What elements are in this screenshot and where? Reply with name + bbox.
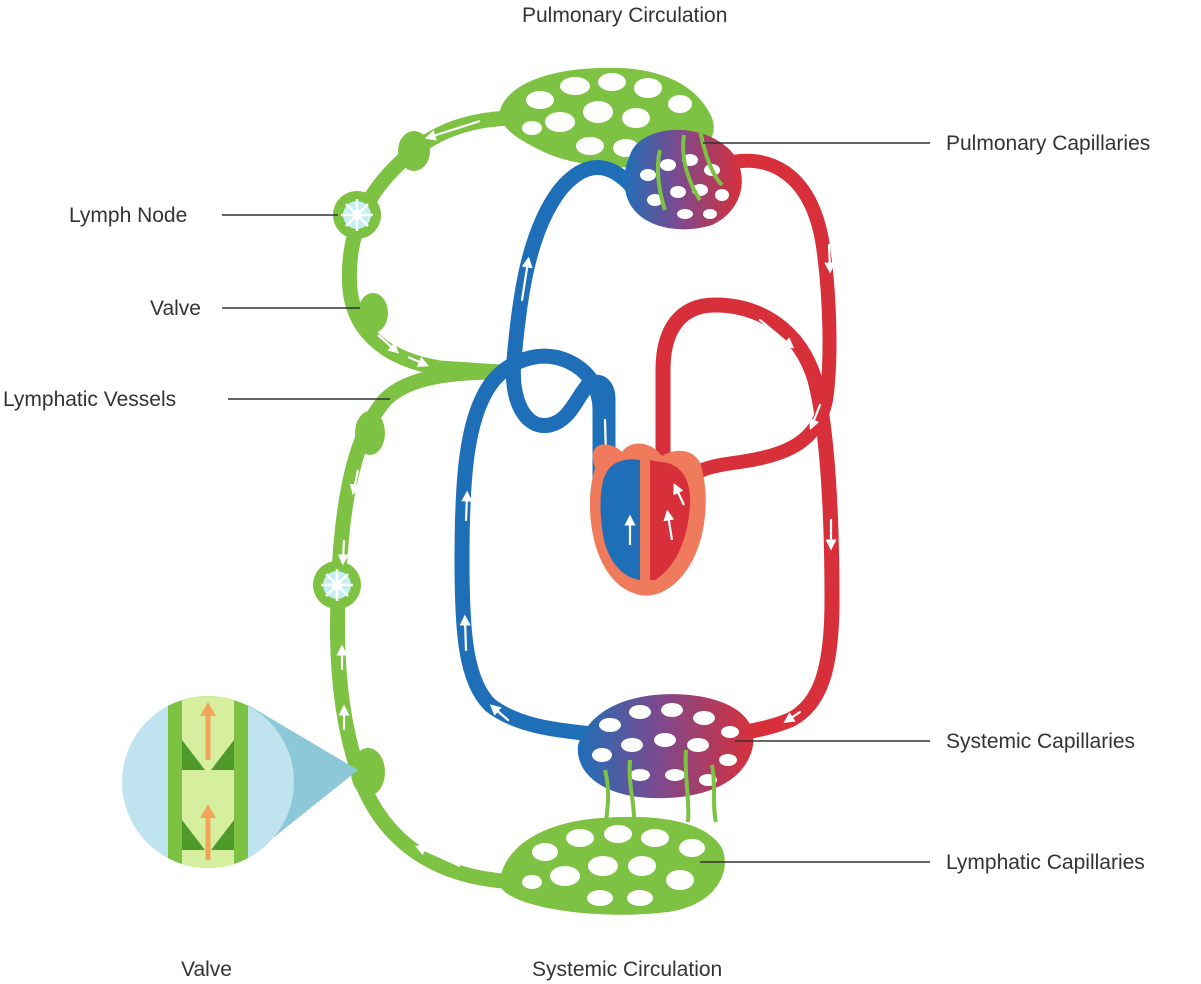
lymph-valve-bulge bbox=[398, 131, 430, 171]
pulmonary-capillaries-label: Pulmonary Capillaries bbox=[946, 132, 1151, 155]
valve-inset bbox=[122, 696, 358, 868]
valve-label: Valve bbox=[150, 297, 201, 320]
lymphatic-capillaries-label: Lymphatic Capillaries bbox=[946, 851, 1145, 874]
lymph-node-label: Lymph Node bbox=[69, 204, 188, 227]
lymph-valve-bulge bbox=[351, 748, 385, 796]
pulmonary-circulation-title: Pulmonary Circulation bbox=[522, 4, 728, 27]
lymph-node bbox=[333, 191, 381, 239]
systemic-capillary-bed bbox=[577, 694, 754, 823]
pulmonary-capillary-bed bbox=[624, 129, 742, 230]
systemic-capillaries-label: Systemic Capillaries bbox=[946, 730, 1136, 753]
leader-lines bbox=[222, 142, 930, 863]
valve-inset-label: Valve bbox=[181, 958, 232, 981]
lymphatic-vessels-label: Lymphatic Vessels bbox=[3, 388, 177, 411]
lymphatic-system bbox=[313, 67, 725, 915]
lymph-node bbox=[313, 561, 361, 609]
systemic-circulation-title: Systemic Circulation bbox=[532, 958, 723, 981]
heart bbox=[589, 443, 706, 596]
pulmonary-vein bbox=[673, 153, 837, 497]
blood-circulation bbox=[454, 153, 840, 743]
lymph-valve-bulge bbox=[355, 411, 385, 455]
systemic-lymphatic-capillary-bed bbox=[499, 816, 725, 915]
lymph-valve-bulge bbox=[358, 293, 388, 333]
